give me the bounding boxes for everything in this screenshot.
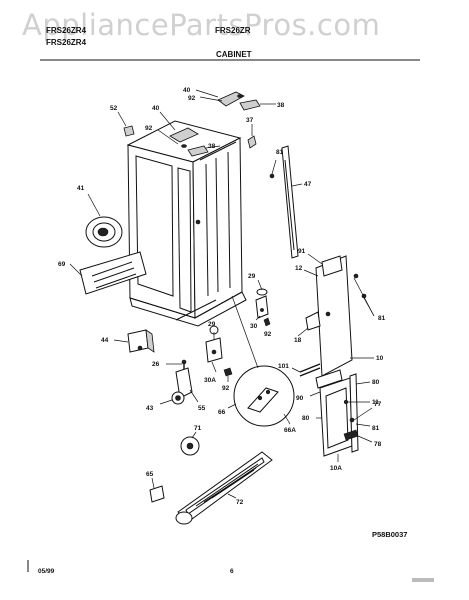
callout-11: 11	[372, 399, 379, 406]
callout-66: 66	[218, 409, 226, 416]
callout-30a: 30A	[204, 377, 216, 384]
screw-52	[117, 111, 135, 137]
base-grille-72	[149, 431, 273, 525]
callout-41: 41	[77, 185, 85, 192]
footer-page-number: 6	[230, 568, 234, 575]
callout-47: 47	[304, 181, 312, 188]
rail-47	[269, 145, 303, 259]
callout-92-mid: 92	[145, 125, 153, 132]
strip-101	[291, 363, 321, 377]
bracket-30	[255, 279, 271, 327]
top-hinge-lower	[157, 111, 221, 157]
callout-65: 65	[146, 471, 154, 478]
panel-69	[69, 251, 147, 295]
callout-92-right: 92	[264, 331, 272, 338]
callout-43: 43	[146, 405, 154, 412]
model-number-right: FRS26ZR	[215, 26, 251, 35]
callout-29-left: 29	[208, 321, 216, 328]
detail-66	[227, 295, 295, 427]
callout-72: 72	[236, 499, 244, 506]
cabinet-shell	[126, 120, 247, 327]
callout-29-right: 29	[248, 273, 256, 280]
callout-78: 78	[374, 441, 382, 448]
callout-81-low: 81	[372, 425, 380, 432]
bracket-44	[113, 329, 155, 353]
grommet-41	[85, 193, 123, 248]
callout-26: 26	[152, 361, 160, 368]
callout-66a: 66A	[284, 427, 296, 434]
callout-40-mid: 40	[152, 105, 160, 112]
callout-40-top: 40	[183, 87, 191, 94]
door-liner-assembly	[309, 369, 373, 462]
callout-30: 30	[250, 323, 258, 330]
callout-71: 71	[194, 425, 202, 432]
diagram-code: P58B0037	[372, 530, 408, 539]
footer-logo-mark	[412, 578, 434, 582]
model-number-second: FRS26ZR4	[46, 38, 87, 47]
model-number-left: FRS26ZR4	[46, 26, 87, 35]
callout-91: 91	[298, 248, 306, 255]
callout-80-lower: 80	[302, 415, 310, 422]
callout-38-top: 38	[277, 102, 285, 109]
callout-37: 37	[246, 117, 254, 124]
callout-77: 77	[374, 401, 382, 408]
top-hinge-upper	[195, 89, 276, 111]
callout-92-lower: 92	[222, 385, 230, 392]
callout-69: 69	[58, 261, 66, 268]
callout-12: 12	[295, 265, 303, 272]
callout-38-mid: 38	[208, 143, 216, 150]
hinge-lower-assembly	[159, 359, 199, 405]
door-panel-10	[297, 253, 375, 377]
callout-44: 44	[101, 337, 109, 344]
callout-81-mid: 81	[378, 315, 386, 322]
part-37	[247, 124, 257, 149]
callout-55: 55	[198, 405, 206, 412]
callout-90: 90	[296, 395, 304, 402]
section-title: CABINET	[216, 50, 252, 59]
callout-81-top: 81	[276, 149, 284, 156]
callout-52: 52	[110, 105, 118, 112]
callout-10: 10	[376, 355, 384, 362]
callout-92-top: 92	[188, 95, 196, 102]
callout-10a: 10A	[330, 465, 342, 472]
bracket-30a	[205, 325, 233, 382]
callout-18: 18	[294, 337, 302, 344]
callout-labels: 40 92 38 52 40 37 92 38 81 47 41 91 12 6…	[58, 87, 386, 506]
callout-80-upper: 80	[372, 379, 380, 386]
callout-101: 101	[278, 363, 289, 370]
footer-date: 05/99	[38, 568, 55, 575]
